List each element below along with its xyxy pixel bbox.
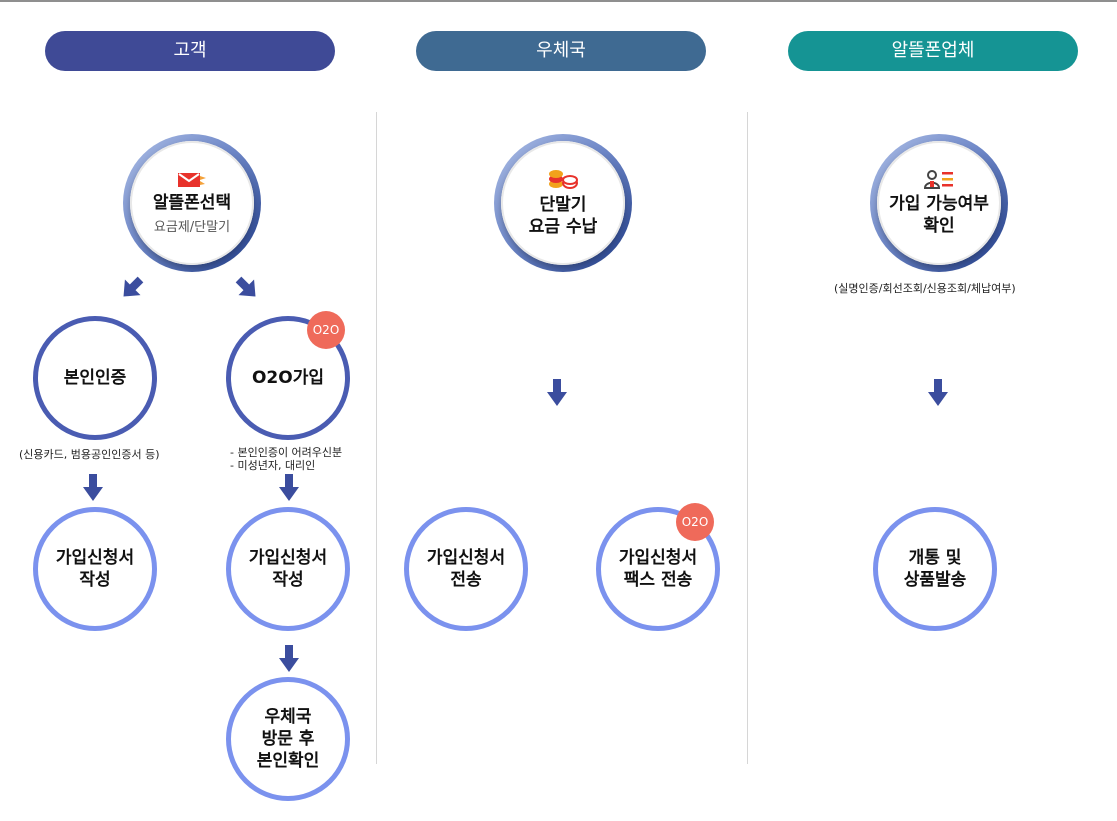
check-line2: 확인 bbox=[923, 216, 955, 236]
arrow-down-right bbox=[235, 276, 256, 297]
o2o-badge: O2O bbox=[676, 503, 714, 541]
top-divider bbox=[0, 0, 1117, 2]
person-checklist-icon bbox=[924, 170, 953, 189]
eligibility-check-step: 가입 가능여부 확인 bbox=[870, 134, 1008, 272]
activate-line1: 개통 및 bbox=[908, 548, 962, 568]
arrow-down bbox=[83, 474, 103, 501]
payment-line1: 단말기 bbox=[539, 195, 587, 215]
activation-shipping-step: 개통 및 상품발송 bbox=[873, 507, 997, 631]
application-form-step: 가입신청서 작성 bbox=[226, 507, 350, 631]
o2o-note-2: - 미성년자, 대리인 bbox=[230, 459, 316, 472]
visit-line3: 본인확인 bbox=[256, 751, 320, 771]
payment-line2: 요금 수납 bbox=[528, 217, 598, 237]
fax-line1: 가입신청서 bbox=[618, 548, 698, 568]
arrow-down bbox=[279, 474, 299, 501]
send-application-step: 가입신청서 전송 bbox=[404, 507, 528, 631]
select-subtitle: 요금제/단말기 bbox=[153, 219, 231, 235]
o2o-note-1: - 본인인증이 어려우신분 bbox=[230, 446, 343, 459]
verify-title: 본인인증 bbox=[63, 368, 127, 388]
application-form-step: 가입신청서 작성 bbox=[33, 507, 157, 631]
fax-line2: 팩스 전송 bbox=[623, 570, 693, 590]
red-envelope-icon bbox=[178, 172, 206, 187]
column-divider bbox=[376, 112, 377, 764]
mvno-header: 알뜰폰업체 bbox=[788, 31, 1078, 71]
form-line1: 가입신청서 bbox=[55, 548, 135, 568]
select-phone-step: 알뜰폰선택 요금제/단말기 bbox=[123, 134, 261, 272]
o2o-badge: O2O bbox=[307, 311, 345, 349]
o2o-title: O2O가입 bbox=[251, 368, 324, 388]
arrow-down bbox=[547, 379, 567, 406]
form-line2: 작성 bbox=[79, 570, 111, 590]
visit-line1: 우체국 bbox=[264, 707, 312, 727]
send-line1: 가입신청서 bbox=[426, 548, 506, 568]
verify-note: (신용카드, 범용공인인증서 등) bbox=[19, 448, 160, 461]
visit-line2: 방문 후 bbox=[261, 729, 315, 749]
coins-icon bbox=[549, 170, 578, 189]
check-note: (실명인증/회선조회/신용조회/체납여부) bbox=[834, 282, 1016, 295]
form-line1: 가입신청서 bbox=[248, 548, 328, 568]
post-office-header: 우체국 bbox=[416, 31, 706, 71]
post-office-visit-step: 우체국 방문 후 본인확인 bbox=[226, 677, 350, 801]
fax-application-step: 가입신청서 팩스 전송 bbox=[596, 507, 720, 631]
arrow-down bbox=[928, 379, 948, 406]
activate-line2: 상품발송 bbox=[903, 570, 967, 590]
send-line2: 전송 bbox=[450, 570, 482, 590]
column-divider bbox=[747, 112, 748, 764]
customer-header: 고객 bbox=[45, 31, 335, 71]
select-title: 알뜰폰선택 bbox=[152, 192, 232, 213]
identity-verification-step: 본인인증 bbox=[33, 316, 157, 440]
form-line2: 작성 bbox=[272, 570, 304, 590]
arrow-down bbox=[279, 645, 299, 672]
check-line1: 가입 가능여부 bbox=[889, 194, 989, 214]
arrow-down-left bbox=[123, 276, 144, 297]
payment-step: 단말기 요금 수납 bbox=[494, 134, 632, 272]
